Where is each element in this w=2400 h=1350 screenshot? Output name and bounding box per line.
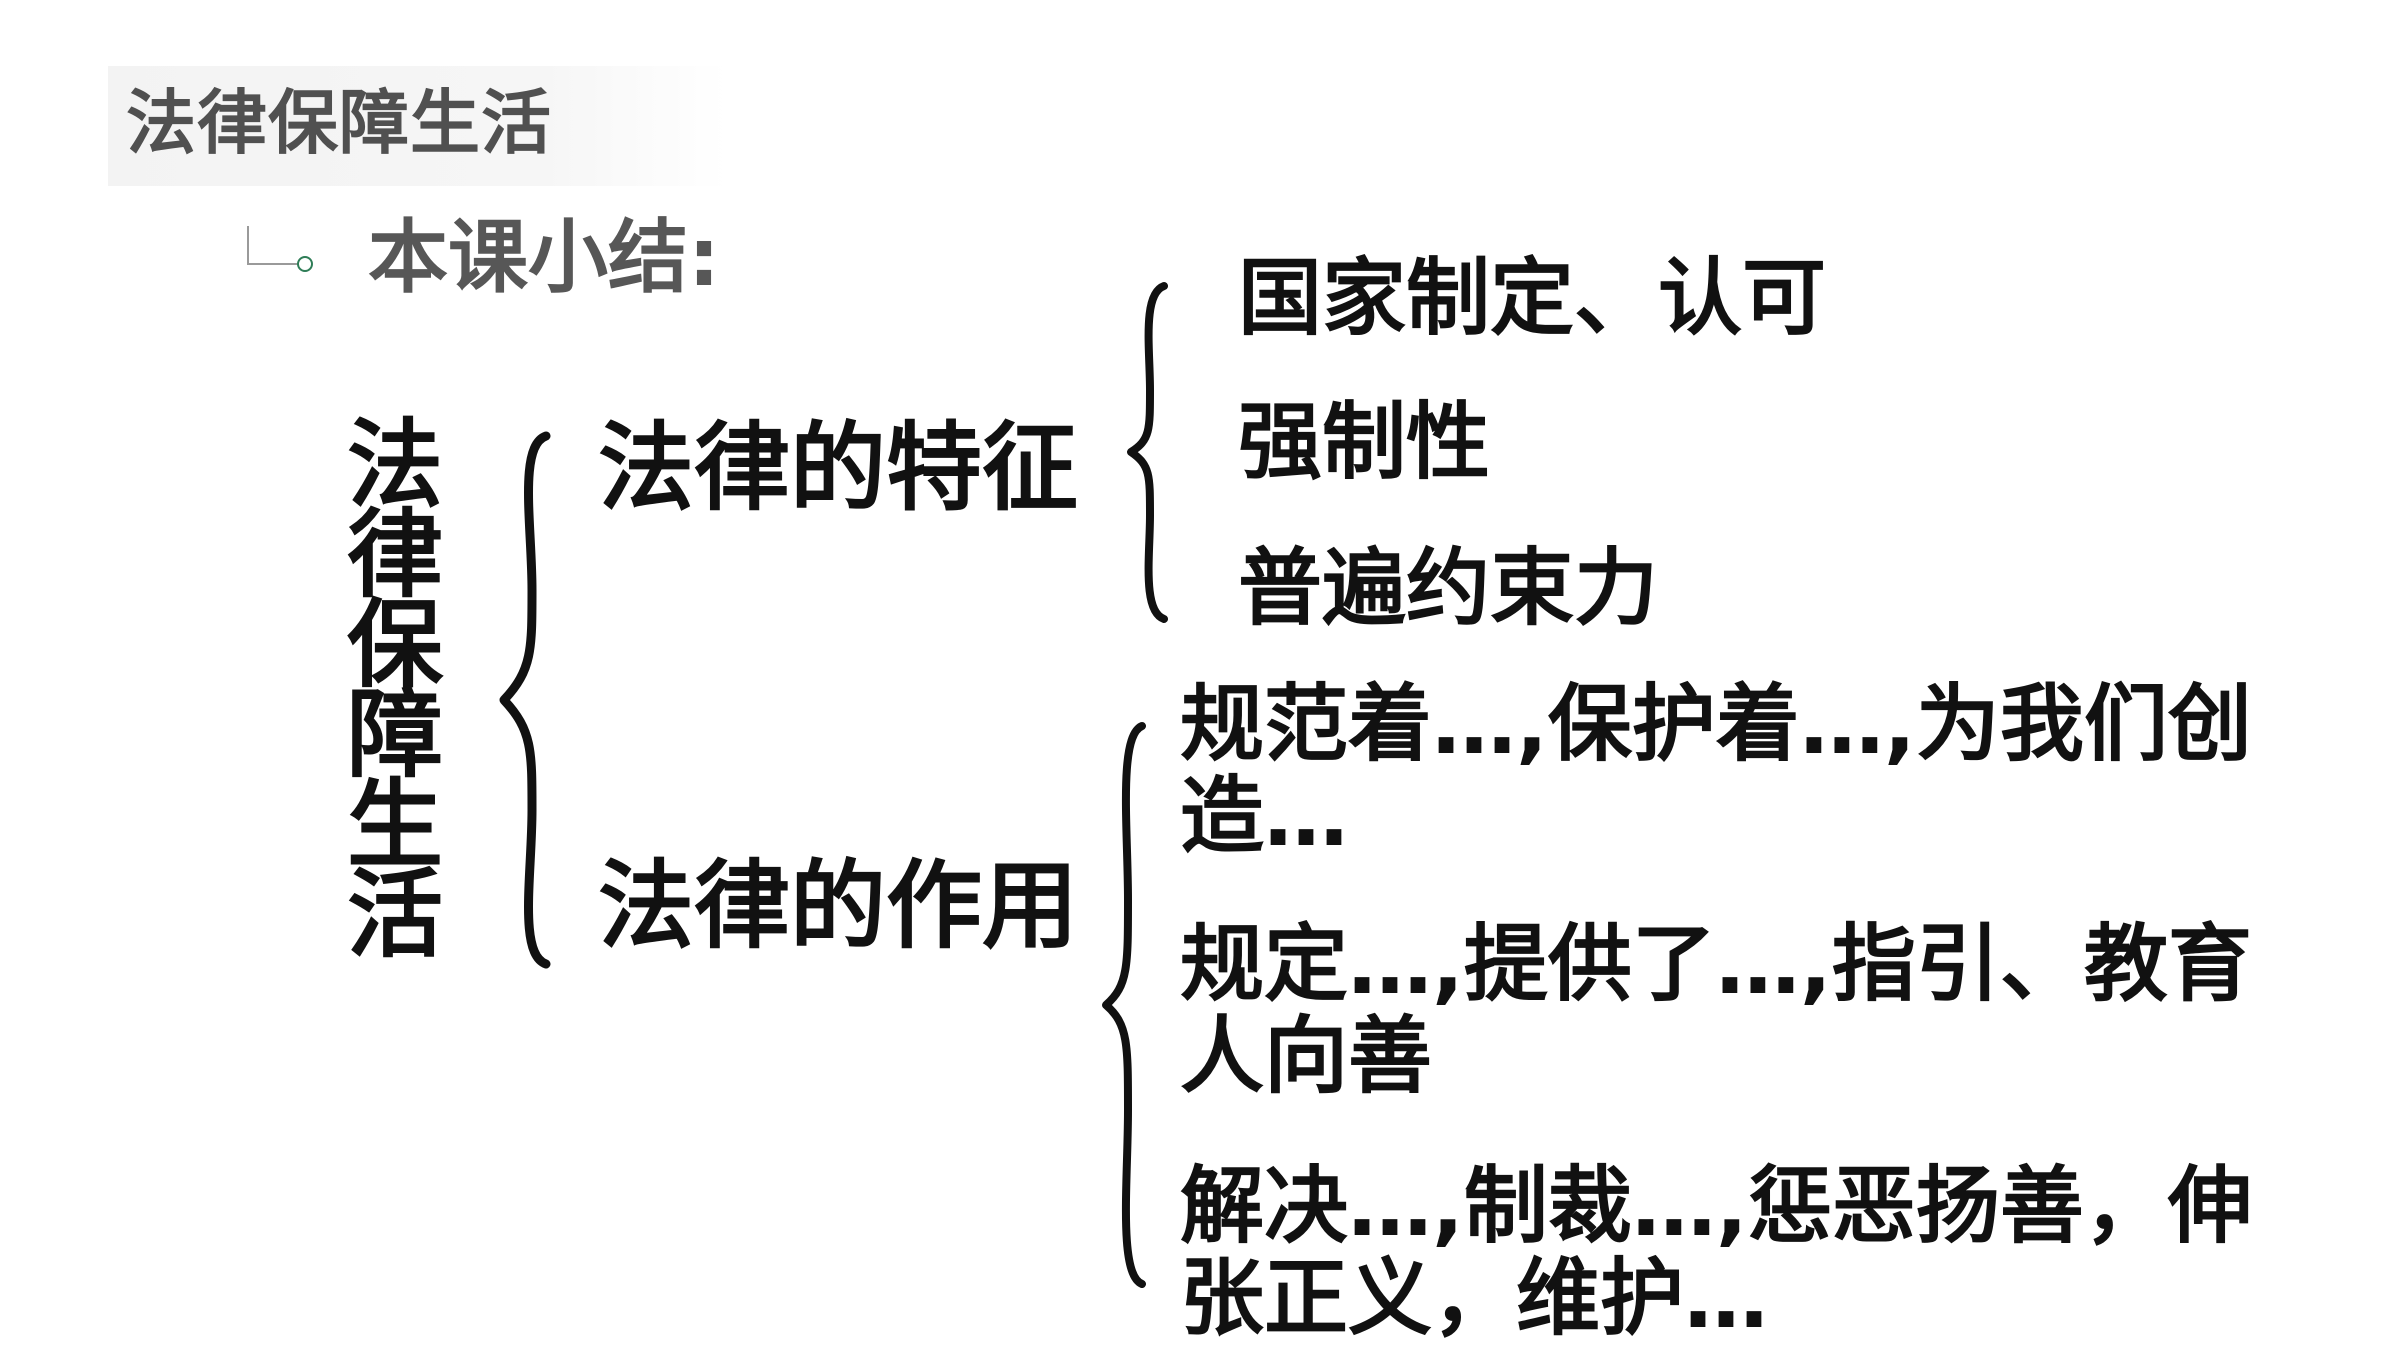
functions-brace bbox=[1102, 722, 1146, 1288]
functions-title: 法律的作用 bbox=[598, 850, 1078, 962]
feature-item: 强制性 bbox=[1238, 393, 1491, 491]
function-item: 规定…,提供了…,指引、教育人向善 bbox=[1180, 915, 2252, 1105]
root-topic: 法律保障生活 bbox=[347, 409, 443, 971]
summary-label: 本课小结: bbox=[368, 211, 720, 304]
features-title: 法律的特征 bbox=[598, 412, 1078, 524]
function-item: 规范着…,保护着…,为我们创造… bbox=[1180, 675, 2252, 865]
main-brace bbox=[499, 431, 551, 969]
feature-item: 国家制定、认可 bbox=[1238, 249, 1827, 347]
page-title: 法律保障生活 bbox=[126, 82, 552, 164]
header-band bbox=[108, 66, 728, 186]
features-brace bbox=[1127, 282, 1168, 623]
feature-item: 普遍约束力 bbox=[1238, 539, 1659, 637]
function-item: 解决…,制裁…,惩恶扬善，伸张正义，维护… bbox=[1180, 1157, 2252, 1347]
outline-marker-icon bbox=[247, 226, 313, 272]
